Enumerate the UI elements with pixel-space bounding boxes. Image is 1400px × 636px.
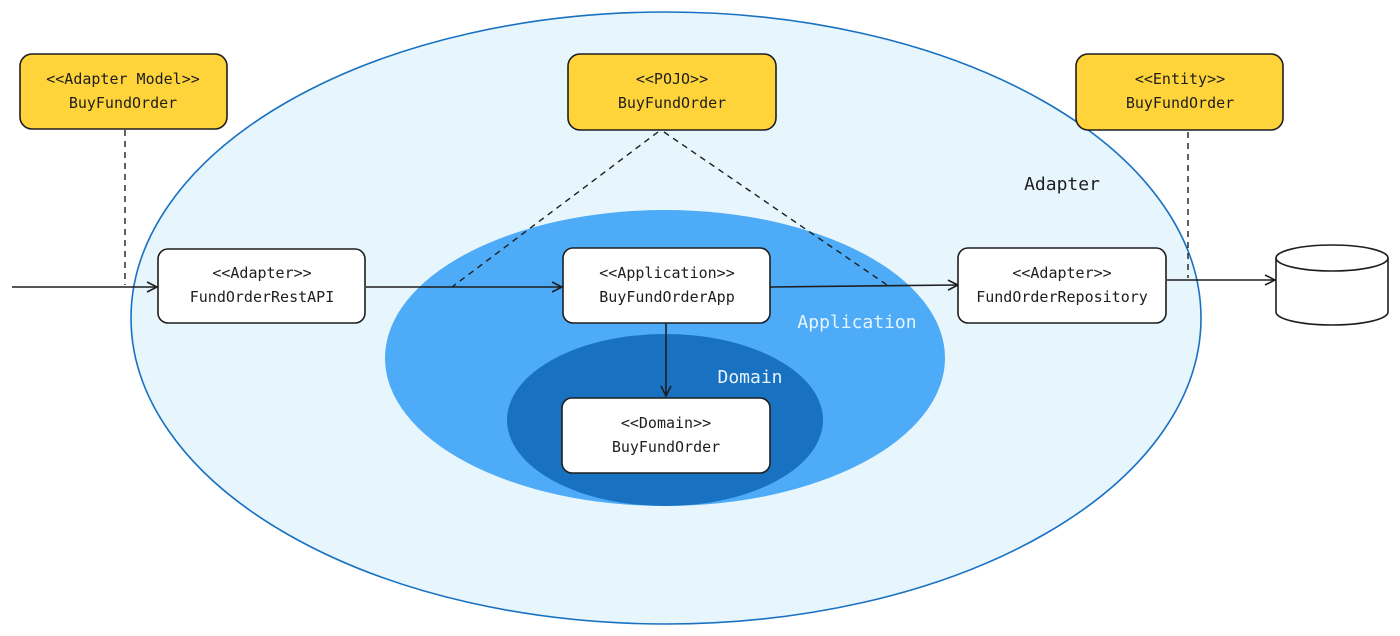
domain-ring-label: Domain bbox=[717, 367, 782, 388]
entity-box: <<Entity>> BuyFundOrder bbox=[1075, 53, 1284, 131]
domain-buy-fund-order-box: <<Domain>> BuyFundOrder bbox=[561, 397, 771, 474]
fund-order-repository-box: <<Adapter>> FundOrderRepository bbox=[957, 247, 1167, 324]
fund-order-rest-api-box: <<Adapter>> FundOrderRestAPI bbox=[157, 248, 366, 324]
pojo-name: BuyFundOrder bbox=[618, 94, 726, 112]
app-to-repository-arrow bbox=[769, 285, 958, 287]
entity-stereotype: <<Entity>> bbox=[1135, 70, 1225, 88]
repository-name: FundOrderRepository bbox=[976, 288, 1148, 306]
adapter-ring-label: Adapter bbox=[1024, 174, 1100, 195]
app-name: BuyFundOrderApp bbox=[599, 288, 734, 306]
pojo-link-left bbox=[451, 131, 659, 288]
application-ring-label: Application bbox=[797, 312, 916, 333]
repository-stereotype: <<Adapter>> bbox=[1012, 264, 1111, 282]
adapter-model-stereotype: <<Adapter Model>> bbox=[46, 70, 200, 88]
entity-name: BuyFundOrder bbox=[1126, 94, 1234, 112]
rest-api-stereotype: <<Adapter>> bbox=[212, 264, 311, 282]
app-stereotype: <<Application>> bbox=[599, 264, 734, 282]
adapter-model-box: <<Adapter Model>> BuyFundOrder bbox=[19, 53, 228, 130]
pojo-link-right bbox=[663, 131, 891, 288]
adapter-model-name: BuyFundOrder bbox=[69, 94, 177, 112]
buy-fund-order-app-box: <<Application>> BuyFundOrderApp bbox=[562, 247, 771, 324]
domain-name: BuyFundOrder bbox=[612, 438, 720, 456]
pojo-stereotype: <<POJO>> bbox=[636, 70, 708, 88]
pojo-box: <<POJO>> BuyFundOrder bbox=[567, 53, 777, 131]
domain-stereotype: <<Domain>> bbox=[621, 414, 711, 432]
database-cylinder-icon bbox=[1275, 244, 1389, 326]
rest-api-name: FundOrderRestAPI bbox=[190, 288, 335, 306]
